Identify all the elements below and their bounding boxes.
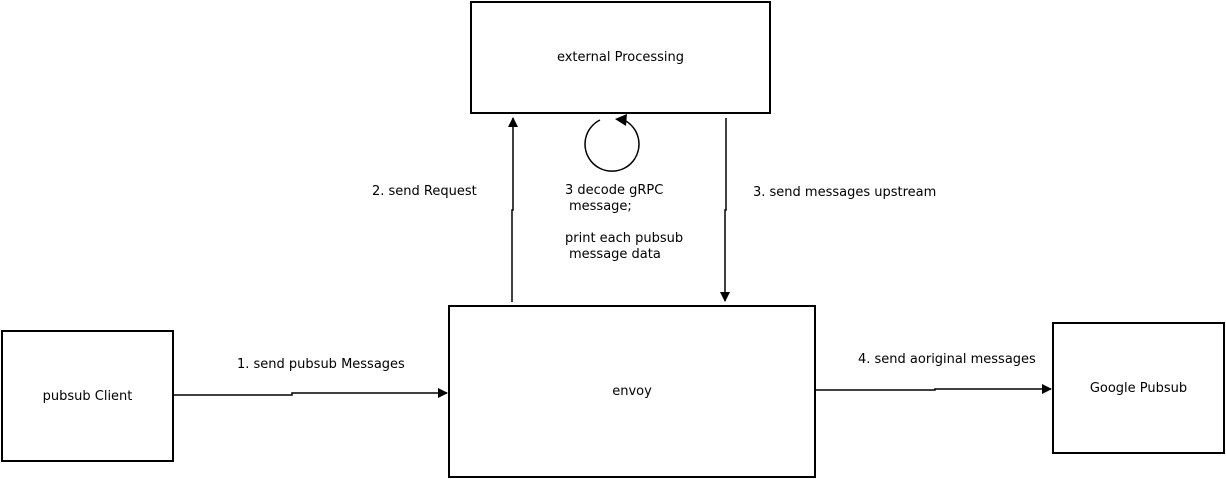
envoy-label: envoy xyxy=(612,384,652,399)
external-processing-label: external Processing xyxy=(556,50,685,65)
arrow-client-to-envoy xyxy=(173,388,448,398)
pubsub-client-node: pubsub Client xyxy=(1,330,174,462)
external-processing-node: external Processing xyxy=(470,1,771,114)
self-loop-arrowhead xyxy=(615,114,627,126)
label-decode-line2: message; xyxy=(569,199,632,214)
envoy-node: envoy xyxy=(448,305,816,478)
label-send-request: 2. send Request xyxy=(372,184,477,199)
arrow-external-to-envoy xyxy=(720,118,730,302)
google-pubsub-node: Google Pubsub xyxy=(1052,322,1225,454)
arrow-envoy-to-google xyxy=(815,384,1052,394)
label-send-pubsub-messages: 1. send pubsub Messages xyxy=(237,357,405,372)
label-decode-line1: 3 decode gRPC xyxy=(565,183,664,198)
google-pubsub-label: Google Pubsub xyxy=(1089,380,1188,396)
label-print-line2: message data xyxy=(569,247,661,262)
arrow-envoy-to-external xyxy=(508,117,518,302)
label-send-upstream: 3. send messages upstream xyxy=(753,185,937,200)
label-send-original: 4. send aoriginal messages xyxy=(858,352,1036,367)
self-loop-arrow xyxy=(584,119,640,172)
pubsub-client-label: pubsub Client xyxy=(42,388,133,404)
label-print-line1: print each pubsub xyxy=(565,231,684,246)
